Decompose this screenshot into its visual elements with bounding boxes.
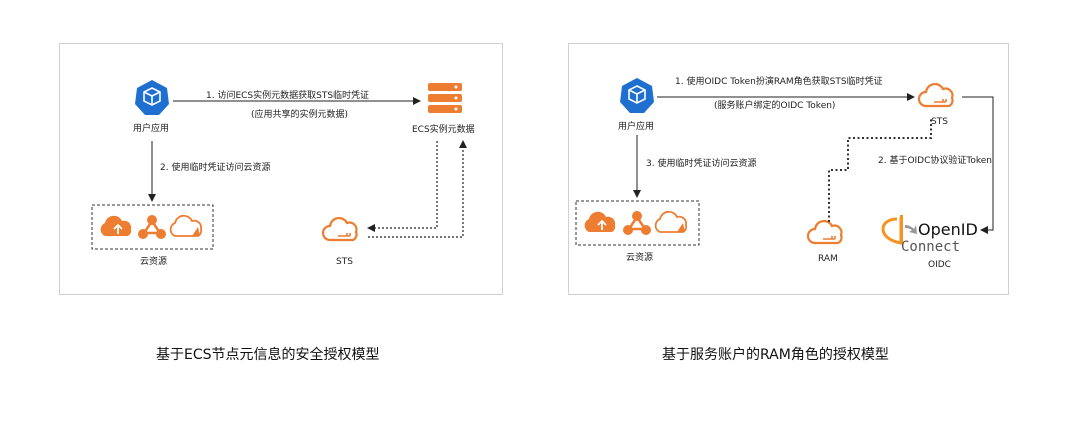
step1-label: 1. 访问ECS实例元数据获取STS临时凭证 [206, 91, 370, 101]
oidc-label: OIDC [928, 260, 951, 270]
cloud-outline-icon [654, 210, 688, 233]
ecs-metadata-label: ECS实例元数据 [412, 125, 475, 135]
arrow-step2 [962, 96, 994, 234]
sts-label: STS [931, 117, 948, 127]
step2-label: 2. 使用临时凭证访问云资源 [160, 163, 271, 173]
cloud-key-icon [321, 216, 358, 242]
cloud-key-icon [917, 82, 954, 108]
cloud-resources-label: 云资源 [140, 257, 168, 267]
cloud-resources-box [91, 204, 214, 250]
cloud-resources-box [575, 200, 700, 246]
openid-wordmark: OpenID [918, 220, 978, 239]
right-caption: 基于服务账户的RAM角色的授权模型 [662, 347, 889, 363]
network-nodes-icon [138, 215, 166, 239]
step1-label: 1. 使用OIDC Token扮演RAM角色获取STS临时凭证 [675, 77, 883, 87]
cloud-upload-icon [584, 211, 616, 232]
openid-connect-wordmark: Connect [901, 239, 961, 255]
dotted-link-ecs-to-sts [367, 141, 438, 232]
dotted-link-sts-to-ecs [368, 140, 467, 238]
user-app-label: 用户应用 [133, 124, 170, 134]
step2-label: 2. 基于OIDC协议验证Token [878, 156, 993, 166]
sts-label: STS [336, 257, 353, 267]
step1-sublabel: (应用共享的实例元数据) [251, 110, 349, 120]
cloud-key-icon [806, 219, 843, 245]
step3-label: 3. 使用临时凭证访问云资源 [646, 159, 757, 169]
step1-sublabel: (服务账户绑定的OIDC Token) [714, 101, 836, 111]
dotted-link-ram-to-sts [828, 118, 932, 222]
ram-label: RAM [818, 254, 838, 264]
network-nodes-icon [623, 211, 651, 235]
kubernetes-cube-hexagon-icon [135, 80, 169, 115]
cloud-resources-label: 云资源 [626, 253, 654, 263]
cloud-outline-icon [169, 214, 203, 237]
kubernetes-cube-hexagon-icon [620, 78, 654, 113]
user-app-label: 用户应用 [618, 122, 655, 132]
left-caption: 基于ECS节点元信息的安全授权模型 [156, 347, 380, 363]
server-stack-icon [428, 83, 462, 113]
cloud-upload-icon [100, 215, 132, 236]
openid-logo-icon [881, 215, 917, 245]
